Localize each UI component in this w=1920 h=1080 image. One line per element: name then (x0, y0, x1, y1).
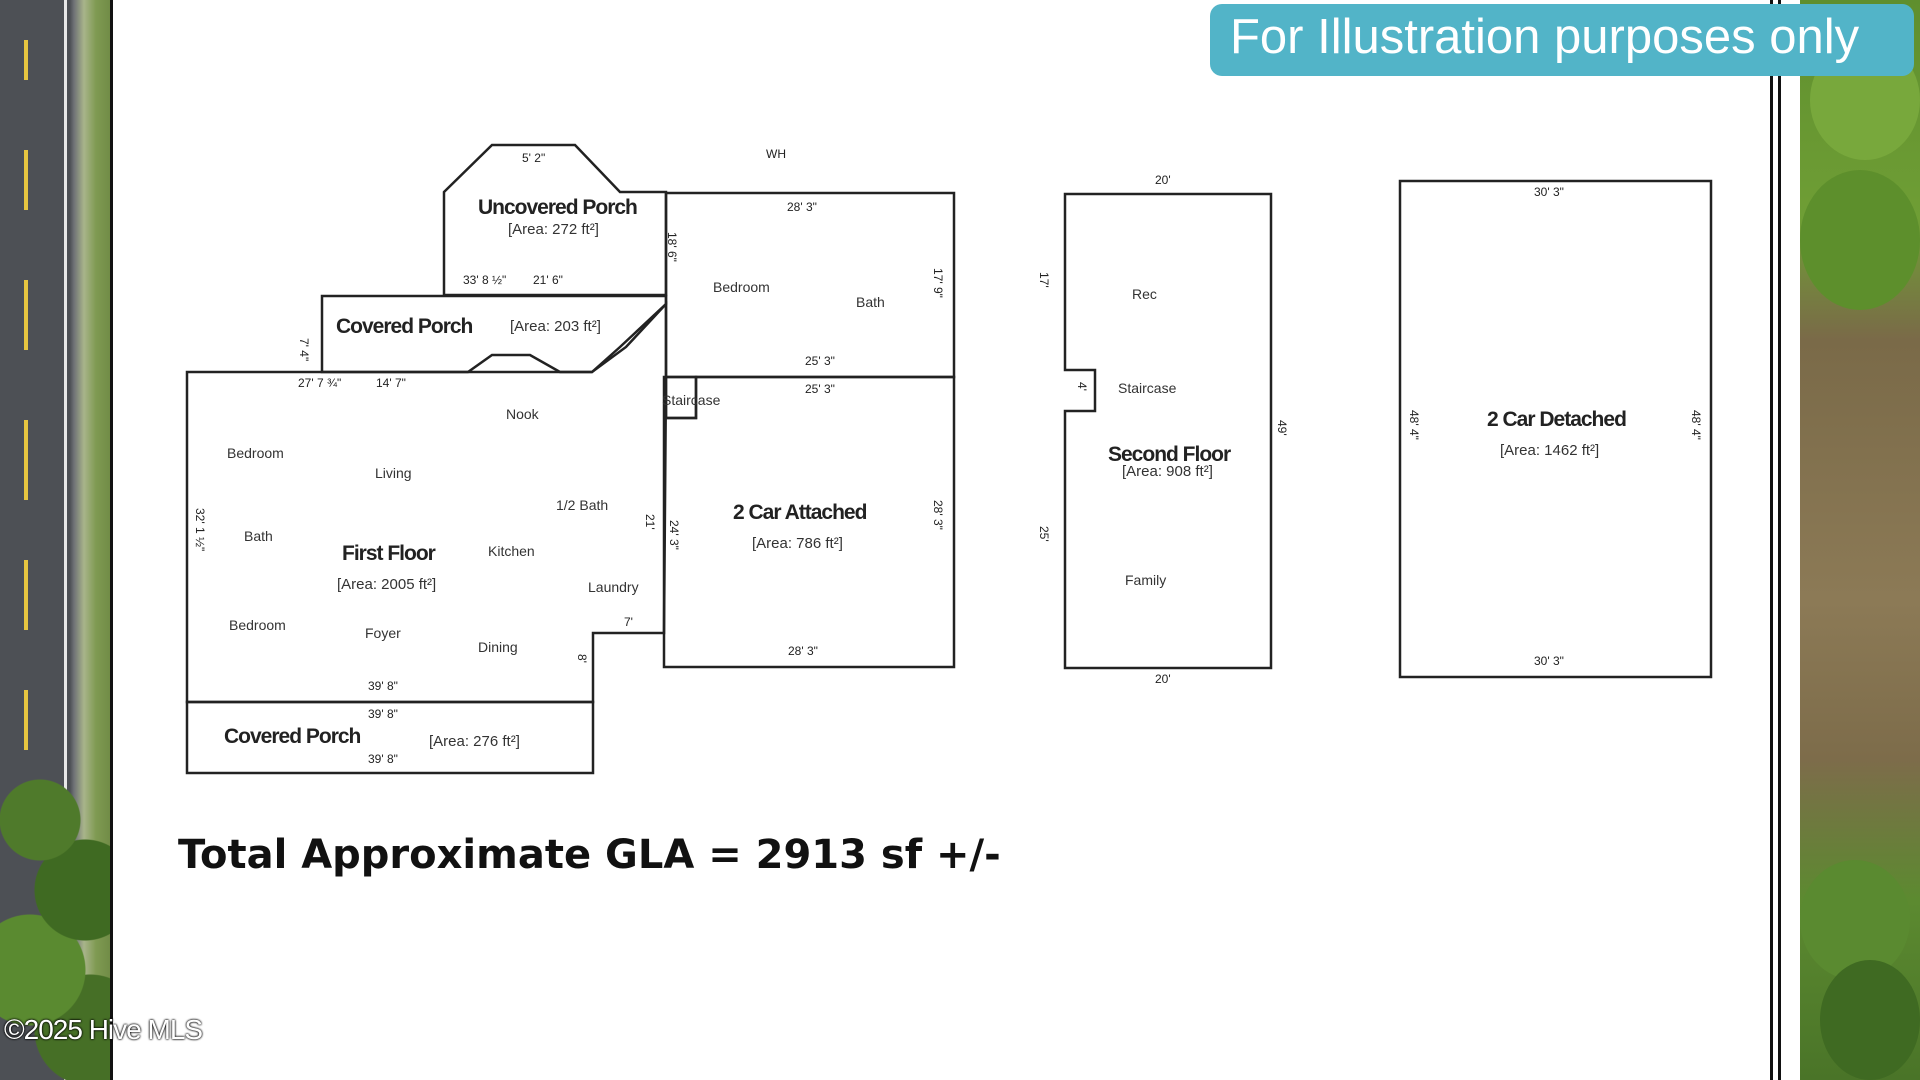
copyright-watermark: ©2025 Hive MLS (4, 1014, 203, 1045)
garage-attached-area: [Area: 786 ft²] (752, 535, 843, 552)
frame-right-line-2 (1778, 0, 1781, 1080)
room-foyer: Foyer (365, 625, 401, 641)
dim-main-top-b: 14' 7" (376, 376, 406, 390)
room-living: Living (375, 465, 412, 481)
dim-main-left: 32' 1 ½" (193, 508, 207, 551)
room-staircase-2: Staircase (1118, 380, 1177, 396)
covered-porch-top-title: Covered Porch (336, 315, 473, 338)
dim-porch-bot-bottom: 39' 8" (368, 752, 398, 766)
room-dining: Dining (478, 639, 518, 655)
dim-porch-b: 21' 6" (533, 273, 563, 287)
second-floor-outline (1063, 192, 1273, 670)
uncovered-porch-title: Uncovered Porch (478, 196, 637, 219)
dim-porch-bot-top: 39' 8" (368, 707, 398, 721)
room-kitchen: Kitchen (488, 543, 535, 559)
room-family: Family (1125, 572, 1166, 588)
covered-porch-bottom-outline (185, 700, 595, 775)
detached-garage-title: 2 Car Detached (1487, 408, 1626, 431)
illustration-banner: For Illustration purposes only (1210, 4, 1914, 76)
dim-second-right: 49' (1275, 420, 1289, 436)
dim-second-bottom: 20' (1155, 672, 1171, 686)
first-floor-area: [Area: 2005 ft²] (337, 576, 436, 593)
wh-label: WH (766, 147, 786, 161)
dim-garage-21: 21' (643, 514, 657, 530)
dim-porch-a: 33' 8 ½" (463, 273, 506, 287)
room-bedroom-upper: Bedroom (713, 279, 770, 295)
detached-garage-outline (1398, 179, 1713, 679)
dim-second-notch: 4' (1075, 382, 1089, 391)
dim-upper-left: 18' 6" (665, 232, 679, 262)
dim-second-left-a: 17' (1037, 272, 1051, 288)
room-bath-1: Bath (244, 528, 273, 544)
second-floor-title: Second Floor (1108, 443, 1231, 466)
covered-porch-bottom-area: [Area: 276 ft²] (429, 733, 520, 750)
dim-upper-right: 17' 9" (931, 268, 945, 298)
dim-detached-left: 48' 4" (1407, 410, 1421, 440)
covered-porch-bottom-title: Covered Porch (224, 725, 361, 748)
dim-detached-right: 48' 4" (1689, 410, 1703, 440)
frame-right-line-1 (1770, 0, 1773, 1080)
dim-main-top-a: 27' 7 ¾" (298, 376, 341, 390)
dim-second-left-b: 25' (1037, 526, 1051, 542)
frame-left-line (110, 0, 113, 1080)
second-floor-area: [Area: 908 ft²] (1122, 463, 1213, 480)
dim-detached-top: 30' 3" (1534, 185, 1564, 199)
dim-garage-bottom: 28' 3" (788, 644, 818, 658)
covered-porch-top-area: [Area: 203 ft²] (510, 318, 601, 335)
garage-attached-title: 2 Car Attached (733, 501, 867, 524)
dim-detached-bottom: 30' 3" (1534, 654, 1564, 668)
dim-garage-left: 24' 3" (667, 520, 681, 550)
room-bedroom-2: Bedroom (229, 617, 286, 633)
first-floor-title: First Floor (342, 542, 436, 565)
room-half-bath: 1/2 Bath (556, 497, 608, 513)
gla-total: Total Approximate GLA = 2913 sf +/- (178, 832, 1001, 878)
aerial-photo-left (0, 0, 112, 1080)
first-floor-outline (185, 301, 698, 704)
room-bath-upper: Bath (856, 294, 885, 310)
plan-walls (185, 143, 1713, 775)
dim-upper-top: 28' 3" (787, 200, 817, 214)
dim-cov-left: 7' 4" (297, 338, 311, 361)
dim-porch-top: 5' 2" (522, 151, 545, 165)
dim-garage-right: 28' 3" (931, 500, 945, 530)
dim-upper-bottom: 25' 3" (805, 354, 835, 368)
detached-garage-area: [Area: 1462 ft²] (1500, 442, 1599, 459)
dim-garage-top: 25' 3" (805, 382, 835, 396)
dim-main-bottom: 39' 8" (368, 679, 398, 693)
dim-8: 8' (575, 654, 589, 663)
room-nook: Nook (506, 406, 540, 422)
uncovered-porch-area: [Area: 272 ft²] (508, 221, 599, 238)
dim-second-top: 20' (1155, 173, 1171, 187)
room-bedroom-1: Bedroom (227, 445, 284, 461)
room-laundry: Laundry (588, 579, 639, 595)
room-rec: Rec (1132, 286, 1157, 302)
garage-attached-outline (662, 375, 956, 669)
dim-7: 7' (624, 615, 633, 629)
room-staircase-1: Staircase (662, 392, 721, 408)
